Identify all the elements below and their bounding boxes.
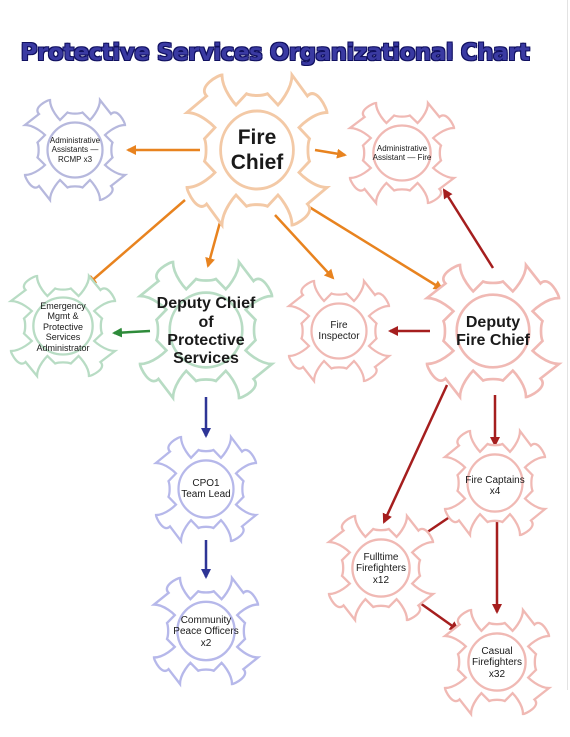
badges	[11, 75, 559, 714]
badge-fire-chief	[187, 75, 327, 225]
arrow-deputy-fire-to-admin-fire	[442, 188, 495, 269]
arrow-deputy-protective-to-emergency	[112, 327, 151, 338]
label-fire-chief: Fire Chief	[230, 125, 284, 174]
label-cpo1: CPO1 Team Lead	[181, 477, 231, 501]
label-admin-rcmp: Administrative Assistants — RCMP x3	[49, 136, 101, 164]
label-casual-firefighters: Casual Firefighters x32	[471, 645, 522, 680]
badge-fire-captains	[445, 431, 545, 535]
badge-fire-inspector	[289, 281, 389, 381]
label-deputy-protective: Deputy Chief of Protective Services	[156, 295, 256, 368]
label-fire-captains: Fire Captains x4	[465, 474, 525, 498]
arrow-chief-to-inspector	[274, 214, 335, 280]
badge-admin-rcmp	[25, 100, 125, 200]
chart-title: Protective Services Organizational Chart	[20, 40, 530, 66]
label-fire-inspector: Fire Inspector	[318, 319, 360, 343]
arrow-deputy-fire-to-fulltime	[382, 384, 449, 524]
badge-deputy-protective	[140, 262, 272, 398]
arrow-chief-to-emergency	[86, 199, 186, 286]
page-edge-rule	[567, 0, 568, 690]
badge-cpo1	[156, 437, 256, 541]
arrow-fulltime-to-casual	[419, 601, 460, 632]
badge-community-peace-officers	[154, 578, 258, 684]
label-emergency: Emergency Mgmt & Protective Services Adm…	[36, 301, 90, 353]
label-community-peace-officers: Community Peace Officers x2	[173, 614, 239, 649]
connectors	[86, 145, 502, 632]
label-deputy-fire-chief: Deputy Fire Chief	[456, 313, 530, 349]
badge-emergency	[11, 276, 115, 376]
arrow-chief-to-deputy-fire	[292, 195, 444, 291]
label-admin-fire: Administrative Assistant — Fire	[372, 143, 432, 162]
badge-fulltime-firefighters	[329, 516, 433, 620]
badge-casual-firefighters	[445, 610, 549, 714]
label-fulltime-firefighters: Fulltime Firefighters x12	[355, 551, 406, 586]
arrow-chief-to-admin-fire	[314, 148, 347, 159]
badge-admin-fire	[350, 103, 454, 203]
badge-deputy-fire-chief	[427, 265, 559, 397]
